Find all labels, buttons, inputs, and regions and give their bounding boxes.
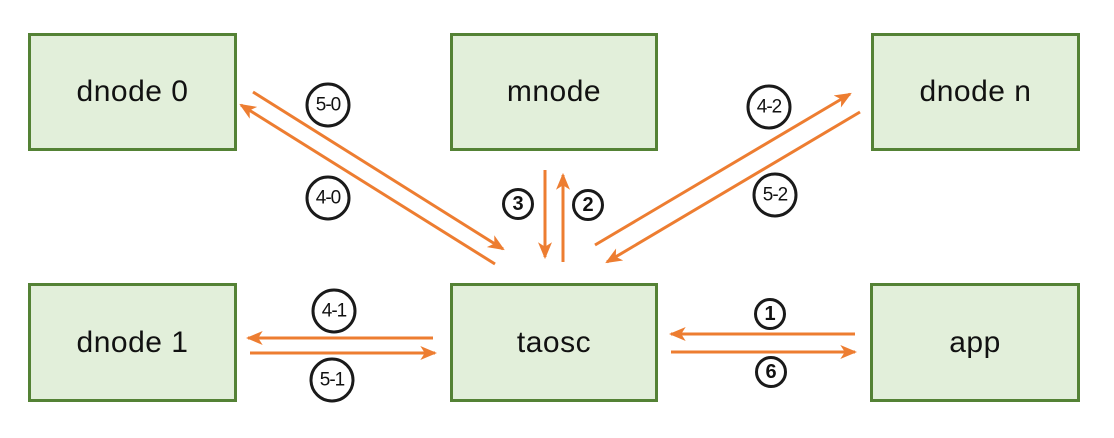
node-dnode-1: dnode 1: [28, 283, 237, 402]
node-dnode-n: dnode n: [871, 33, 1080, 151]
edge-label-5-0: 5-0: [305, 82, 351, 128]
edge-label-4-0: 4-0: [305, 175, 351, 221]
node-mnode: mnode: [450, 33, 658, 151]
edge-label-4-2: 4-2: [746, 84, 792, 130]
edge-label-5-2: 5-2: [752, 172, 798, 218]
edge-label-5-1: 5-1: [309, 357, 355, 403]
edge-label-1: 1: [754, 298, 786, 330]
node-dnode-0: dnode 0: [28, 33, 237, 151]
edge-label-3: 3: [502, 188, 534, 220]
node-app: app: [870, 283, 1080, 402]
edge-label-6: 6: [755, 356, 787, 388]
edge-label-4-1: 4-1: [311, 288, 357, 334]
node-taosc: taosc: [450, 283, 658, 402]
edge-label-2: 2: [572, 189, 604, 221]
